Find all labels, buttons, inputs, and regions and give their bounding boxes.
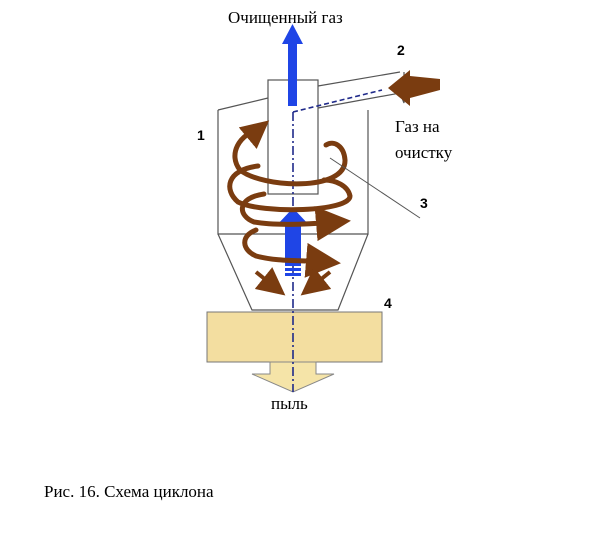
leader-line-3 <box>329 157 421 219</box>
label-dust: пыль <box>271 394 308 413</box>
rising-gas-arrow <box>276 208 310 276</box>
figure-caption: Рис. 16. Схема циклона <box>44 482 214 501</box>
label-num-2: 2 <box>397 42 405 58</box>
vortex-swirl <box>227 125 353 278</box>
dust-bin <box>206 311 383 363</box>
gas-inlet-arrow <box>388 70 440 106</box>
label-clean-gas: Очищенный газ <box>228 8 343 27</box>
dust-outlet-arrow <box>251 361 335 393</box>
vortex-small-arrows <box>238 120 332 296</box>
label-num-1: 1 <box>197 127 205 143</box>
label-num-3: 3 <box>420 195 428 211</box>
inlet-path-dashed <box>292 89 383 113</box>
label-gas-in-1: Газ на <box>395 117 440 136</box>
label-num-4: 4 <box>384 295 392 311</box>
label-gas-in-2: очистку <box>395 143 453 162</box>
clean-gas-arrow <box>282 24 303 106</box>
